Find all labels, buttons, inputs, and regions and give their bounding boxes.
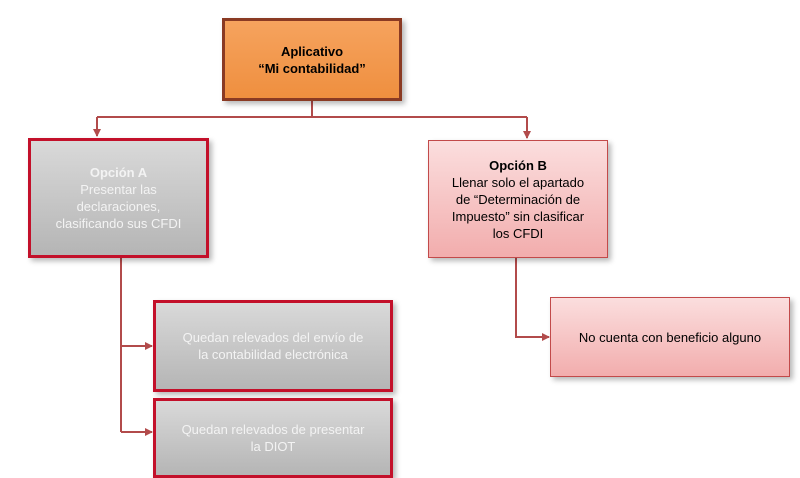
result-a1-node: Quedan relevados del envío de la contabi… bbox=[153, 300, 393, 392]
connector-lines bbox=[93, 101, 550, 436]
option-a-line: clasificando sus CFDI bbox=[55, 216, 182, 231]
root-line-2: “Mi contabilidad” bbox=[258, 60, 366, 76]
option-a-line: declaraciones, bbox=[76, 199, 161, 214]
connector-to-result-b bbox=[515, 258, 550, 341]
result-a2-line: la DIOT bbox=[250, 439, 296, 454]
result-a1-line: Quedan relevados del envío de bbox=[182, 330, 364, 345]
option-b-line: de “Determinación de bbox=[455, 191, 581, 207]
result-b-line: No cuenta con beneficio alguno bbox=[578, 329, 762, 345]
option-a-title: Opción A bbox=[89, 165, 148, 180]
option-b-line: los CFDI bbox=[492, 225, 544, 241]
result-a2-node: Quedan relevados de presentar la DIOT bbox=[153, 398, 393, 478]
option-a-node: Opción A Presentar las declaraciones, cl… bbox=[28, 138, 209, 258]
option-b-line: Impuesto” sin clasificar bbox=[451, 208, 585, 224]
option-b-line: Llenar solo el apartado bbox=[451, 174, 585, 190]
option-a-line: Presentar las bbox=[80, 182, 157, 197]
root-line-1: Aplicativo bbox=[280, 43, 344, 59]
result-b-node: No cuenta con beneficio alguno bbox=[550, 297, 790, 377]
option-b-node: Opción B Llenar solo el apartado de “Det… bbox=[428, 140, 608, 258]
root-node-aplicativo: Aplicativo “Mi contabilidad” bbox=[222, 18, 402, 101]
result-a1-line: la contabilidad electrónica bbox=[198, 347, 348, 362]
result-a2-line: Quedan relevados de presentar bbox=[181, 422, 365, 437]
option-b-title: Opción B bbox=[489, 157, 547, 173]
